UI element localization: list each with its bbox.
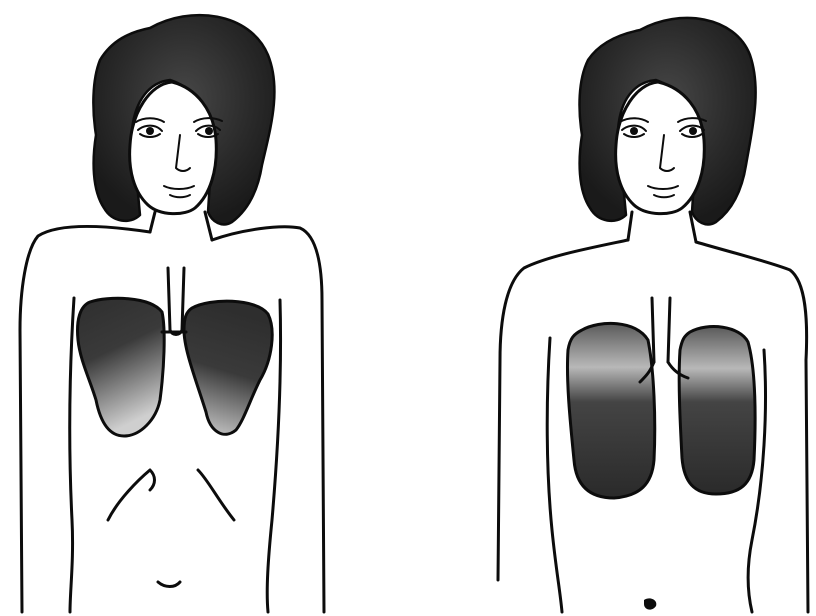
lung-right-l [567, 323, 654, 498]
neck-right [628, 212, 632, 240]
face-left [130, 82, 217, 214]
arm-right-a [547, 338, 562, 612]
lung-left-l [78, 298, 165, 436]
ribs-left-a [108, 470, 155, 520]
lung-left-r [184, 301, 272, 434]
navel-right [644, 598, 656, 609]
neck-left [150, 212, 155, 232]
arm-left-a [70, 298, 74, 612]
navel-left [158, 582, 180, 587]
figure-right [498, 18, 808, 612]
lung-right-r [679, 327, 755, 494]
trachea-right [652, 298, 670, 362]
trachea-left [168, 268, 184, 335]
ribs-left-b [198, 470, 234, 520]
figure-left [20, 15, 324, 612]
face-right [616, 82, 705, 214]
